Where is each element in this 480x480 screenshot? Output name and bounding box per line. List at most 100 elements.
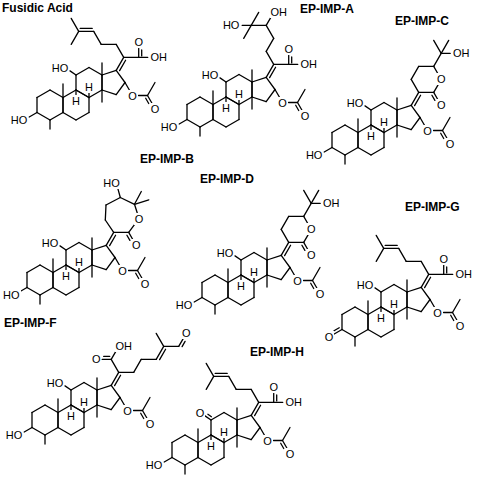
bond-line bbox=[239, 75, 252, 83]
bond-line bbox=[94, 31, 102, 44]
bond-line bbox=[228, 298, 241, 306]
bond-line bbox=[134, 410, 143, 411]
atom-label: O bbox=[283, 43, 294, 55]
bond-line bbox=[237, 435, 251, 440]
compound-name: EP-IMP-F bbox=[4, 316, 57, 330]
bond-line bbox=[116, 44, 124, 57]
bond-line bbox=[406, 292, 407, 307]
bond-line bbox=[331, 133, 332, 148]
bond-line bbox=[65, 250, 66, 265]
bond-line bbox=[432, 95, 435, 100]
bond-line bbox=[344, 155, 345, 164]
bond-line bbox=[368, 330, 381, 338]
bond-line bbox=[281, 255, 290, 267]
bond-line bbox=[289, 216, 304, 217]
bond-line bbox=[229, 376, 237, 389]
bond-line bbox=[202, 275, 215, 283]
atom-label: O bbox=[300, 110, 311, 122]
bond-line bbox=[281, 242, 289, 255]
bond-line bbox=[185, 458, 198, 466]
bond-line bbox=[62, 84, 63, 98]
bond-line bbox=[50, 90, 63, 98]
atom-label: HO bbox=[10, 114, 29, 126]
atom-label: O bbox=[117, 265, 128, 277]
bond-line bbox=[111, 398, 120, 410]
atom-label: HO bbox=[216, 247, 235, 259]
bond-line bbox=[304, 203, 312, 216]
bond-line bbox=[200, 97, 213, 105]
bond-line bbox=[208, 414, 212, 416]
bond-line bbox=[116, 57, 124, 70]
bond-line bbox=[106, 232, 114, 245]
atom-label: O bbox=[91, 353, 102, 365]
bond-line bbox=[383, 128, 384, 133]
bond-line bbox=[60, 246, 66, 250]
bond-line bbox=[304, 190, 312, 203]
bond-line bbox=[57, 413, 58, 428]
bond-line bbox=[276, 395, 277, 401]
bond-line bbox=[370, 110, 371, 125]
bond-line bbox=[251, 97, 252, 109]
bond-line bbox=[296, 105, 299, 110]
bond-line bbox=[76, 113, 89, 121]
bond-line bbox=[101, 75, 102, 90]
compound-name: EP-IMP-B bbox=[140, 152, 194, 166]
bond-line bbox=[411, 66, 419, 79]
bond-line bbox=[111, 359, 119, 372]
bond-line bbox=[171, 443, 172, 458]
atom-label: O bbox=[122, 405, 133, 417]
bond-line bbox=[129, 223, 136, 232]
bond-line bbox=[213, 120, 226, 128]
bond-line bbox=[266, 64, 274, 77]
bond-line bbox=[357, 133, 358, 148]
bond-line bbox=[419, 66, 434, 67]
bond-line bbox=[197, 443, 198, 458]
bond-line bbox=[220, 78, 226, 82]
bond-line bbox=[332, 148, 345, 156]
bond-line bbox=[313, 268, 321, 281]
bond-line bbox=[211, 413, 224, 421]
atom-label: HO bbox=[51, 62, 70, 74]
bond-line bbox=[111, 385, 120, 397]
bond-line bbox=[78, 273, 79, 288]
bond-line bbox=[311, 203, 320, 204]
bond-line bbox=[281, 268, 290, 280]
bond-line bbox=[44, 435, 45, 444]
bond-line bbox=[291, 57, 292, 63]
bond-line bbox=[115, 375, 121, 385]
bond-line bbox=[451, 315, 454, 320]
bond-line bbox=[215, 298, 228, 306]
bond-line bbox=[304, 280, 313, 281]
bond-line bbox=[36, 98, 37, 113]
bond-line bbox=[89, 68, 102, 76]
bond-line bbox=[358, 148, 371, 156]
atom-label: OH bbox=[455, 268, 474, 280]
atom-label: H bbox=[74, 256, 84, 268]
atom-label: OH bbox=[270, 6, 289, 18]
bond-line bbox=[266, 275, 267, 287]
compound-name: EP-IMP-D bbox=[200, 172, 254, 186]
atom-label: HO bbox=[305, 149, 324, 161]
bond-line bbox=[376, 248, 384, 261]
bond-line bbox=[91, 265, 92, 277]
bond-line bbox=[106, 258, 115, 270]
bond-line bbox=[92, 265, 106, 270]
atom-label: H bbox=[366, 130, 376, 142]
bond-line bbox=[429, 274, 444, 275]
bond-line bbox=[406, 280, 407, 292]
atom-label: H bbox=[79, 396, 89, 408]
bond-line bbox=[135, 192, 142, 205]
atom-label: O bbox=[445, 138, 456, 150]
bond-line bbox=[345, 125, 358, 133]
atom-label: O bbox=[306, 249, 317, 261]
bond-line bbox=[52, 273, 53, 288]
bond-line bbox=[92, 245, 106, 250]
bond-line bbox=[251, 12, 259, 25]
bond-line bbox=[332, 125, 345, 133]
atom-label: O bbox=[324, 331, 335, 343]
atom-label: OH bbox=[452, 47, 471, 59]
bond-line bbox=[102, 359, 111, 360]
bond-line bbox=[444, 312, 453, 313]
bond-line bbox=[197, 443, 198, 458]
bond-line bbox=[212, 105, 213, 120]
